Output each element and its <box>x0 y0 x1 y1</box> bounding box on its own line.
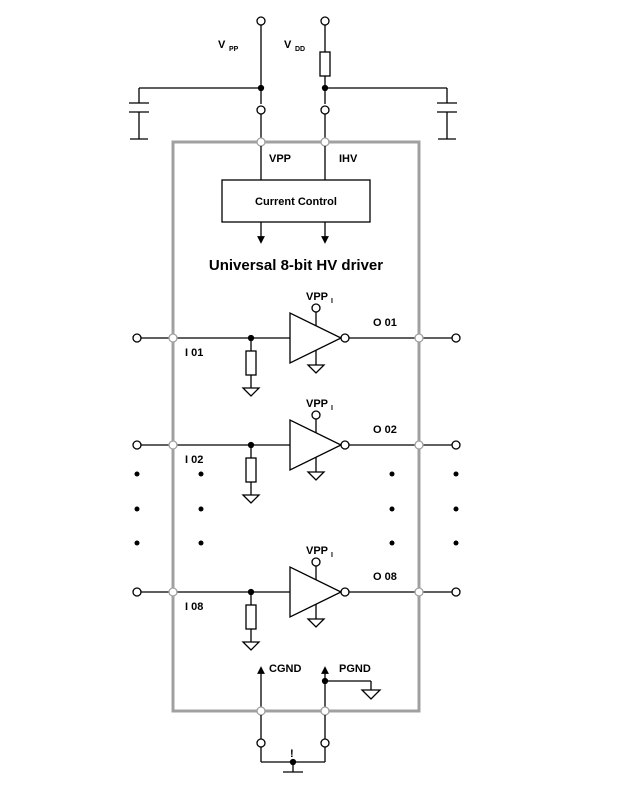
supply-sub-2: I <box>331 405 333 412</box>
vpp-supply-label: V <box>218 39 226 51</box>
channel-2 <box>132 410 461 504</box>
pgnd-pin-label: PGND <box>339 663 371 675</box>
supply-label-1: VPP <box>306 291 328 303</box>
diagram-title: Universal 8-bit HV driver <box>209 257 383 274</box>
current-control-label: Current Control <box>255 196 337 208</box>
vdd-supply-label: V <box>284 39 292 51</box>
input-label-8: I 08 <box>185 601 203 613</box>
channel-8 <box>132 557 461 651</box>
ground-section <box>256 666 382 773</box>
ground-mark: ! <box>290 748 294 760</box>
vpp-supply-sub: PP <box>229 46 239 53</box>
input-label-2: I 02 <box>185 454 203 466</box>
output-label-8: O 08 <box>373 571 397 583</box>
channel-1 <box>132 303 461 397</box>
cgnd-pin-label: CGND <box>269 663 301 675</box>
ic-package-outline <box>171 140 421 713</box>
input-label-1: I 01 <box>185 347 203 359</box>
output-label-2: O 02 <box>373 424 397 436</box>
supply-label-2: VPP <box>306 398 328 410</box>
vpp-pin-label: VPP <box>269 153 291 165</box>
supply-sub-1: I <box>331 298 333 305</box>
ellipsis-dots <box>134 471 459 546</box>
supply-label-8: VPP <box>306 545 328 557</box>
supply-section <box>129 16 457 180</box>
vdd-supply-sub: DD <box>295 46 305 53</box>
output-label-1: O 01 <box>373 317 397 329</box>
ihv-pin-label: IHV <box>339 153 358 165</box>
current-control-block <box>221 179 371 223</box>
supply-sub-8: I <box>331 552 333 559</box>
